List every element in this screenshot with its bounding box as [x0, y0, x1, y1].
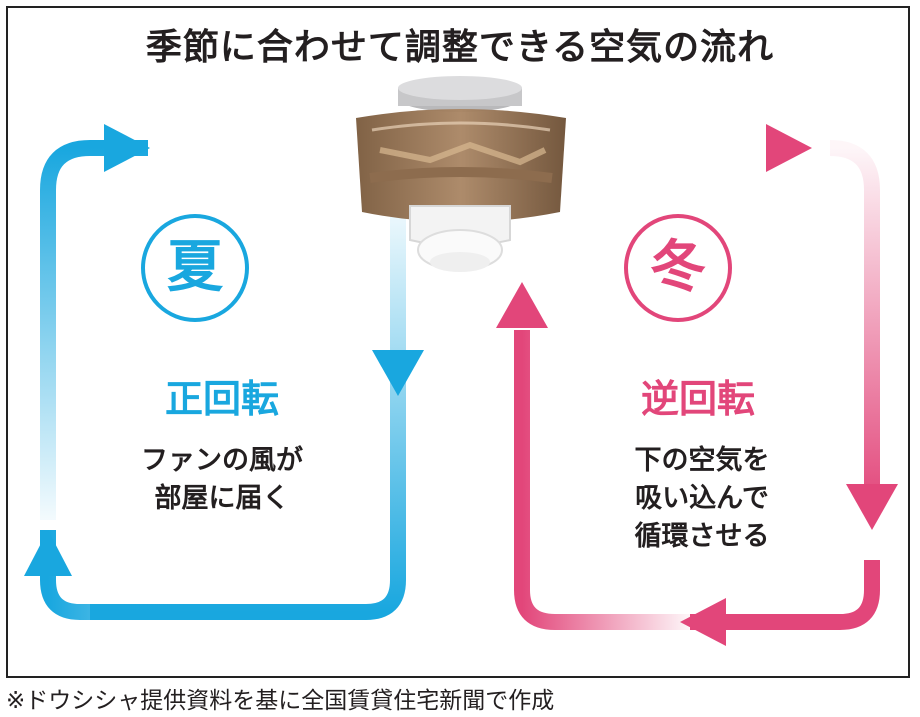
winter-left-arrow	[680, 598, 726, 646]
summer-down-arrow	[372, 350, 424, 396]
ceiling-fan-illustration	[356, 76, 566, 272]
summer-description-line: ファンの風が	[141, 445, 303, 476]
winter-airflow-loop	[496, 124, 898, 646]
winter-description-line: 循環させる	[634, 521, 770, 552]
source-note: ※ドウシシャ提供資料を基に全国賃貸住宅新聞で作成	[6, 688, 555, 714]
diagram-title: 季節に合わせて調整できる空気の流れ	[145, 27, 775, 68]
summer-season-label: 夏	[167, 235, 223, 300]
winter-right-arrow	[766, 124, 812, 172]
summer-top-arrow	[104, 124, 150, 172]
summer-airflow-loop	[24, 124, 424, 620]
summer-description: ファンの風が 部屋に届く	[92, 442, 352, 518]
winter-rotation-label: 逆回転	[640, 377, 755, 421]
summer-rotation-label: 正回転	[164, 377, 279, 421]
winter-season-label: 冬	[650, 235, 706, 300]
summer-season-circle	[141, 214, 249, 322]
summer-up-arrow	[24, 530, 72, 576]
winter-down-arrow	[846, 484, 898, 530]
winter-season-circle	[624, 214, 732, 322]
winter-description-line: 下の空気を	[634, 445, 770, 476]
winter-up-arrow	[496, 282, 548, 328]
winter-description-line: 吸い込んで	[635, 483, 769, 514]
winter-description: 下の空気を 吸い込んで 循環させる	[572, 442, 832, 556]
summer-description-line: 部屋に届く	[154, 483, 290, 514]
